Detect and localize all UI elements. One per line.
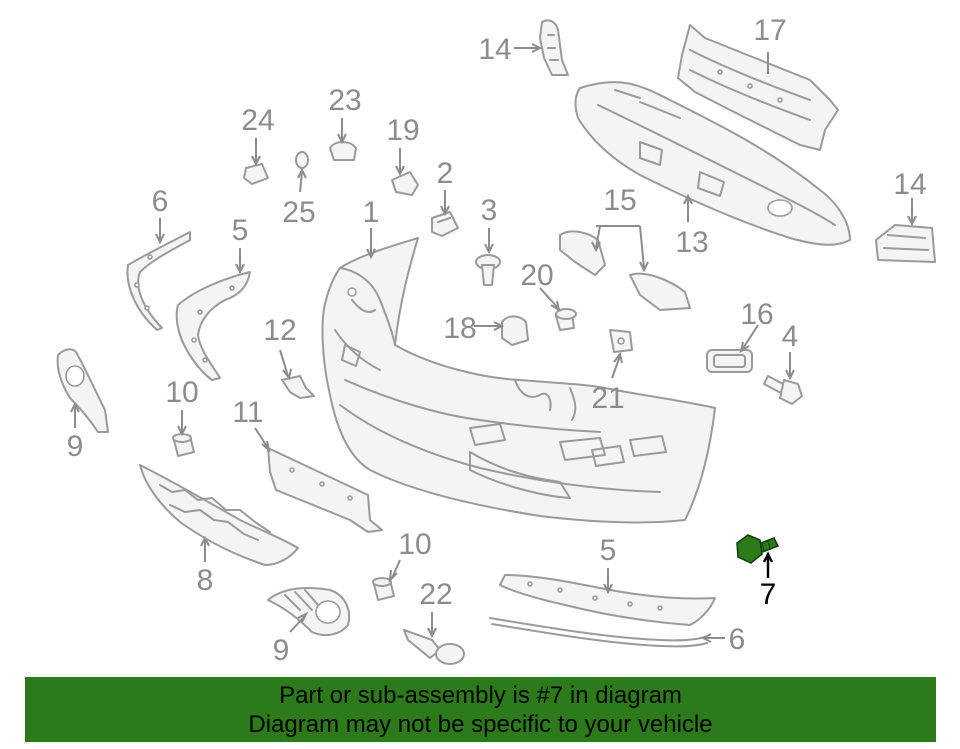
part-25-nut [295, 151, 309, 169]
callout-13: 13 [675, 226, 708, 259]
part-4-bolt [763, 375, 803, 405]
callout-2: 2 [437, 157, 454, 190]
callout-22: 22 [419, 578, 452, 611]
part-8-lower-grille [139, 464, 299, 566]
part-9-bracket-left [56, 348, 109, 433]
part-16-reflector [706, 349, 753, 373]
part-17-reinforcement [677, 24, 839, 151]
callout-5-upper: 5 [232, 214, 249, 247]
part-22-sensor [403, 629, 465, 665]
callout-24: 24 [241, 104, 274, 137]
callout-labels: 1 2 3 4 5 5 6 6 7 8 9 9 10 10 11 12 13 1… [67, 14, 927, 667]
callout-12: 12 [263, 314, 296, 347]
callout-20: 20 [520, 259, 553, 292]
callout-6-lower: 6 [729, 623, 746, 656]
part-23-clip [329, 141, 357, 161]
part-1-bumper-cover [321, 237, 716, 524]
callout-15: 15 [603, 184, 636, 217]
callout-9-left: 9 [67, 430, 84, 463]
callout-10-lower: 10 [398, 528, 431, 561]
info-banner: Part or sub-assembly is #7 in diagram Di… [25, 677, 936, 742]
callout-21: 21 [591, 382, 624, 415]
part-7-bolt-highlighted [736, 534, 780, 564]
callout-1: 1 [363, 196, 380, 229]
callout-4: 4 [782, 320, 799, 353]
part-10-grommet-lower [372, 577, 395, 601]
callout-11: 11 [232, 396, 263, 429]
callout-14-right: 14 [893, 168, 926, 201]
callout-3: 3 [481, 194, 498, 227]
part-6-molding-upper [126, 231, 191, 331]
callout-7-highlighted: 7 [760, 578, 777, 611]
banner-line-part: Part or sub-assembly is #7 in diagram [279, 682, 682, 709]
part-14-bracket-right [875, 224, 936, 263]
callout-8: 8 [197, 564, 214, 597]
part-6-molding-lower [489, 617, 708, 648]
callout-23: 23 [328, 84, 361, 117]
part-13-absorber [574, 81, 851, 246]
part-14-bracket-upper [539, 19, 569, 76]
part-5-trim-lower [499, 574, 716, 626]
banner-line-disclaimer: Diagram may not be specific to your vehi… [248, 711, 713, 738]
part-24-clip [243, 163, 269, 185]
part-2-clip [431, 211, 459, 237]
part-10-grommet-upper [172, 433, 195, 457]
callout-18: 18 [443, 312, 476, 345]
part-18-clip [501, 315, 529, 346]
callout-25: 25 [282, 196, 315, 229]
callout-17: 17 [753, 14, 786, 47]
callout-10-upper: 10 [165, 376, 198, 409]
callout-5-lower: 5 [600, 534, 617, 567]
part-5-trim-upper [175, 271, 251, 381]
callout-6-upper: 6 [152, 185, 169, 218]
leader-lines [70, 43, 917, 643]
part-3-rivet [475, 254, 501, 286]
part-19-clip [391, 171, 419, 196]
callout-9-lower: 9 [273, 634, 290, 667]
part-15-bracket-pair [559, 230, 691, 311]
parts-diagram: 1 2 3 4 5 5 6 6 7 8 9 9 10 10 11 12 13 1… [56, 14, 936, 667]
part-20-screw [555, 308, 577, 331]
part-9-bracket-lower [267, 587, 350, 637]
part-12-bracket [281, 375, 315, 399]
part-11-license-bracket [267, 447, 383, 533]
callout-16: 16 [740, 298, 773, 331]
callout-19: 19 [386, 114, 419, 147]
part-21-nut-clip [609, 329, 633, 353]
callout-14-upper: 14 [478, 33, 511, 66]
